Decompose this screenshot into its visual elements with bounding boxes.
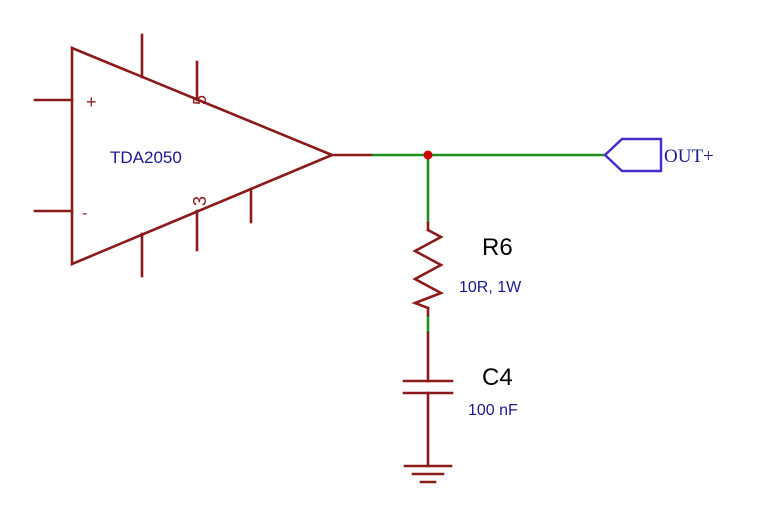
- minus-sign: -: [82, 205, 87, 222]
- ground-icon: [403, 464, 453, 484]
- resistor-zigzag: [411, 228, 445, 310]
- op-amp-label: TDA2050: [110, 148, 182, 167]
- pin-number-3: 3: [190, 196, 210, 206]
- output-port-flag: [603, 137, 663, 173]
- capacitor-c4: C4 100 nF: [402, 331, 518, 468]
- plus-sign: +: [86, 92, 97, 112]
- output-port-label: OUT+: [664, 146, 714, 167]
- capacitor-value: 100 nF: [468, 402, 518, 419]
- op-amp-body: [70, 46, 336, 266]
- resistor-ref: R6: [482, 234, 513, 261]
- op-amp-tda2050: + - 5 3 TDA2050: [33, 33, 374, 278]
- resistor-r6: R6 10R, 1W: [411, 221, 522, 317]
- output-port: OUT+: [603, 137, 714, 173]
- wires: [372, 150, 605, 333]
- pin-number-5: 5: [190, 95, 210, 105]
- junction-dot: [423, 150, 433, 160]
- capacitor-ref: C4: [482, 364, 513, 391]
- resistor-value: 10R, 1W: [459, 279, 522, 296]
